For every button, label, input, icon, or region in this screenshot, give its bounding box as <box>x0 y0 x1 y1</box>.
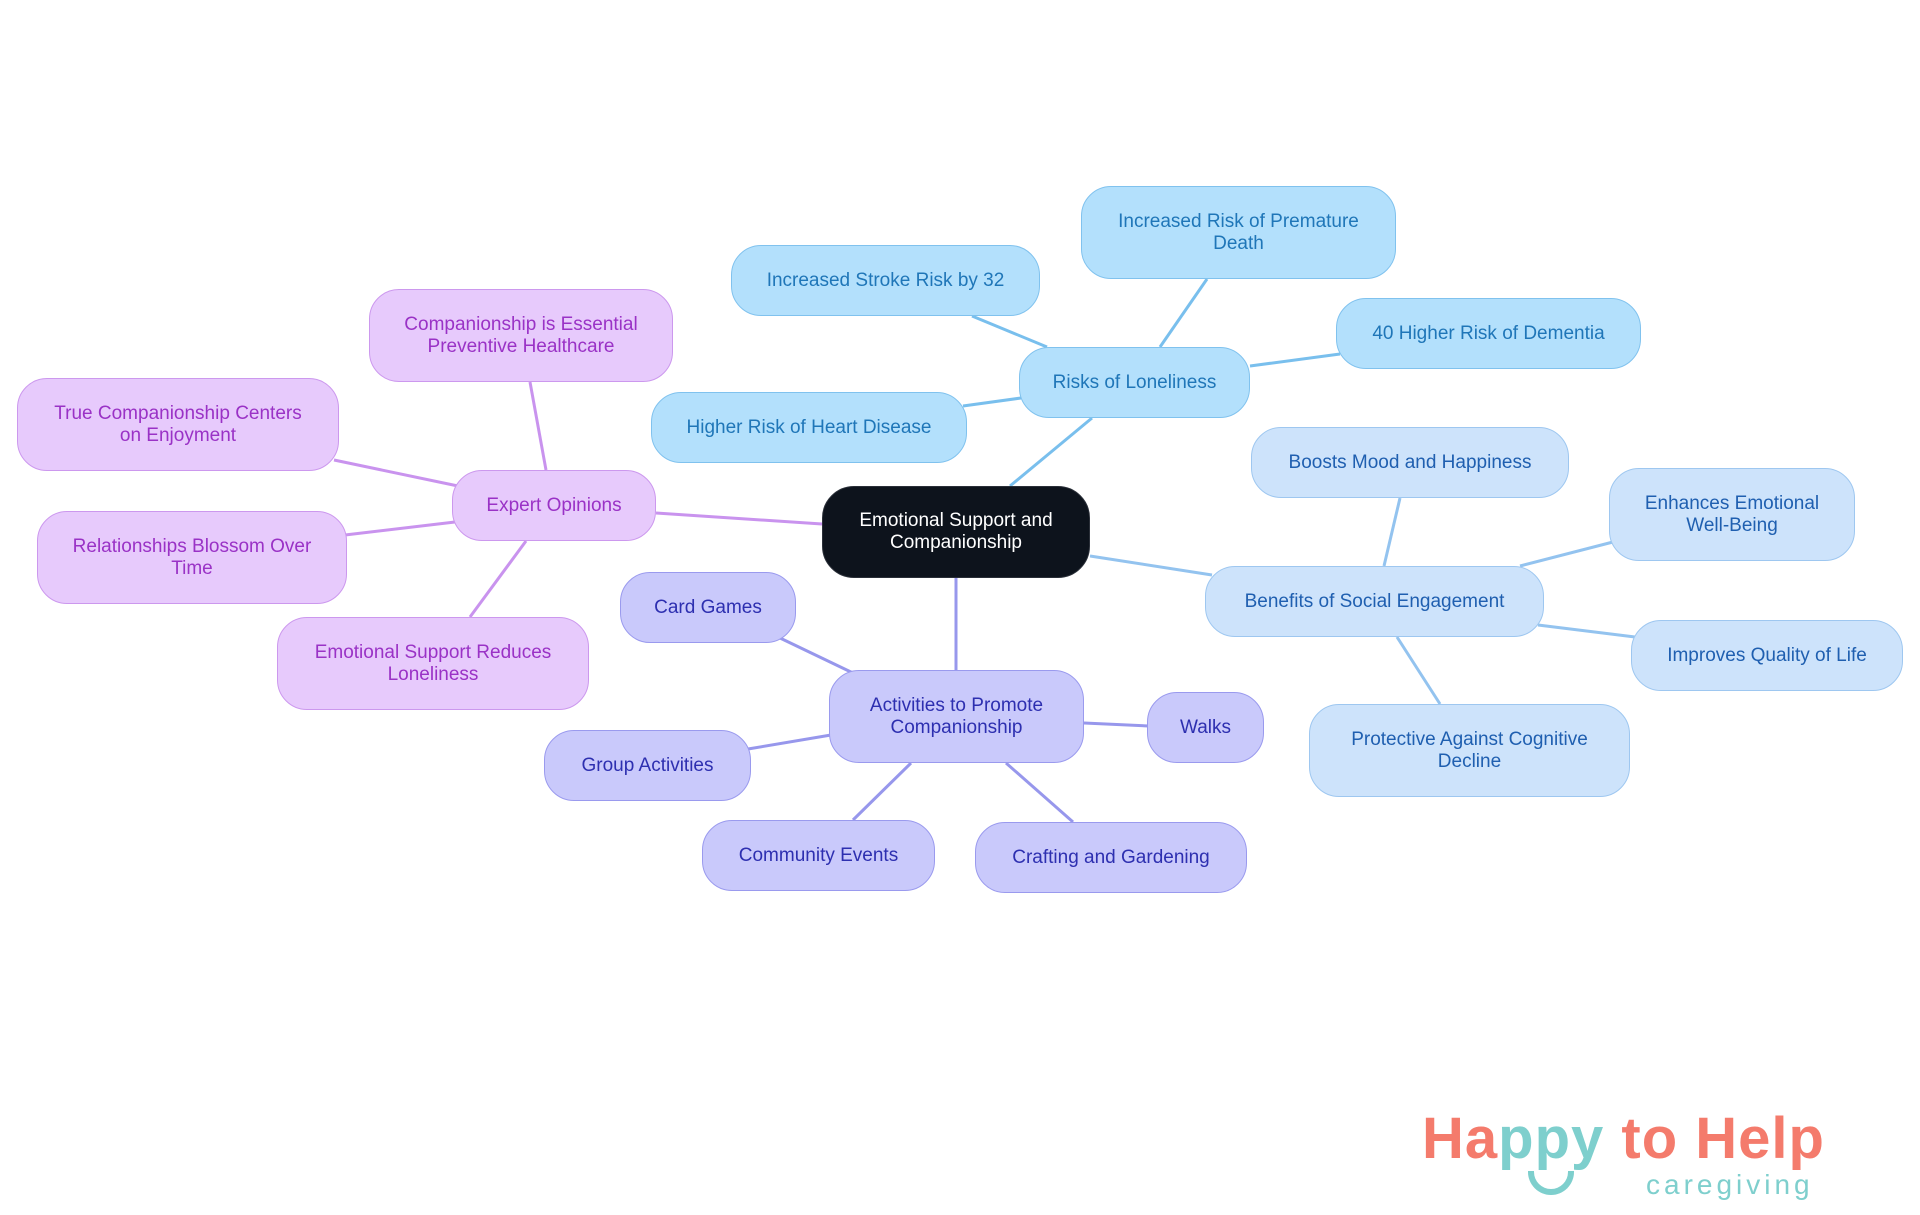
leaf-stroke-risk[interactable]: Increased Stroke Risk by 32 <box>731 245 1040 316</box>
leaf-premature-death[interactable]: Increased Risk of Premature Death <box>1081 186 1396 279</box>
leaf-label: Walks <box>1179 716 1232 738</box>
leaf-label: Companionship is Essential Preventive He… <box>404 313 638 357</box>
leaf-label: Emotional Support Reduces Loneliness <box>314 641 552 685</box>
branch-label: Activities to Promote Companionship <box>869 694 1044 738</box>
logo-text-ha: Ha <box>1422 1106 1499 1171</box>
logo-text-ppy: ppy <box>1498 1106 1605 1171</box>
leaf-card-games[interactable]: Card Games <box>620 572 796 643</box>
logo-subtitle: caregiving <box>1646 1169 1814 1200</box>
leaf-label: Enhances Emotional Well-Being <box>1644 492 1820 536</box>
leaf-label: True Companionship Centers on Enjoyment <box>54 402 302 446</box>
happy-to-help-logo: Happy to Help caregiving <box>1418 1105 1878 1205</box>
leaf-label: Increased Risk of Premature Death <box>1118 210 1359 254</box>
leaf-quality-of-life[interactable]: Improves Quality of Life <box>1631 620 1903 691</box>
leaf-boosts-mood[interactable]: Boosts Mood and Happiness <box>1251 427 1569 498</box>
leaf-preventive-healthcare[interactable]: Companionship is Essential Preventive He… <box>369 289 673 382</box>
logo-text-to-help: to Help <box>1604 1106 1825 1171</box>
leaf-relationships-blossom[interactable]: Relationships Blossom Over Time <box>37 511 347 604</box>
leaf-label: Community Events <box>738 844 899 866</box>
leaf-label: Boosts Mood and Happiness <box>1288 451 1532 473</box>
leaf-label: Increased Stroke Risk by 32 <box>766 269 1005 291</box>
branch-expert-opinions[interactable]: Expert Opinions <box>452 470 656 541</box>
branch-label: Expert Opinions <box>486 494 622 516</box>
logo-wordmark: Happy to Help <box>1422 1105 1825 1172</box>
branch-risks-of-loneliness[interactable]: Risks of Loneliness <box>1019 347 1250 418</box>
root-node[interactable]: Emotional Support and Companionship <box>822 486 1090 578</box>
leaf-label: Crafting and Gardening <box>1012 846 1210 868</box>
leaf-cognitive-decline[interactable]: Protective Against Cognitive Decline <box>1309 704 1630 797</box>
leaf-group-activities[interactable]: Group Activities <box>544 730 751 801</box>
smile-icon <box>1528 1171 1574 1195</box>
leaf-centers-on-enjoyment[interactable]: True Companionship Centers on Enjoyment <box>17 378 339 471</box>
branch-benefits-social-engagement[interactable]: Benefits of Social Engagement <box>1205 566 1544 637</box>
leaf-reduces-loneliness[interactable]: Emotional Support Reduces Loneliness <box>277 617 589 710</box>
leaf-label: Relationships Blossom Over Time <box>72 535 312 579</box>
root-label: Emotional Support and Companionship <box>859 510 1053 553</box>
leaf-walks[interactable]: Walks <box>1147 692 1264 763</box>
branch-label: Risks of Loneliness <box>1052 371 1217 393</box>
leaf-label: Group Activities <box>581 754 714 776</box>
leaf-label: 40 Higher Risk of Dementia <box>1372 322 1605 344</box>
leaf-label: Higher Risk of Heart Disease <box>686 416 932 438</box>
leaf-heart-disease[interactable]: Higher Risk of Heart Disease <box>651 392 967 463</box>
leaf-label: Improves Quality of Life <box>1667 644 1867 666</box>
leaf-community-events[interactable]: Community Events <box>702 820 935 891</box>
branch-label: Benefits of Social Engagement <box>1244 590 1505 612</box>
branch-activities[interactable]: Activities to Promote Companionship <box>829 670 1084 763</box>
leaf-label: Protective Against Cognitive Decline <box>1351 728 1588 772</box>
leaf-emotional-well-being[interactable]: Enhances Emotional Well-Being <box>1609 468 1855 561</box>
leaf-dementia-risk[interactable]: 40 Higher Risk of Dementia <box>1336 298 1641 369</box>
leaf-label: Card Games <box>654 596 762 618</box>
leaf-crafting-gardening[interactable]: Crafting and Gardening <box>975 822 1247 893</box>
